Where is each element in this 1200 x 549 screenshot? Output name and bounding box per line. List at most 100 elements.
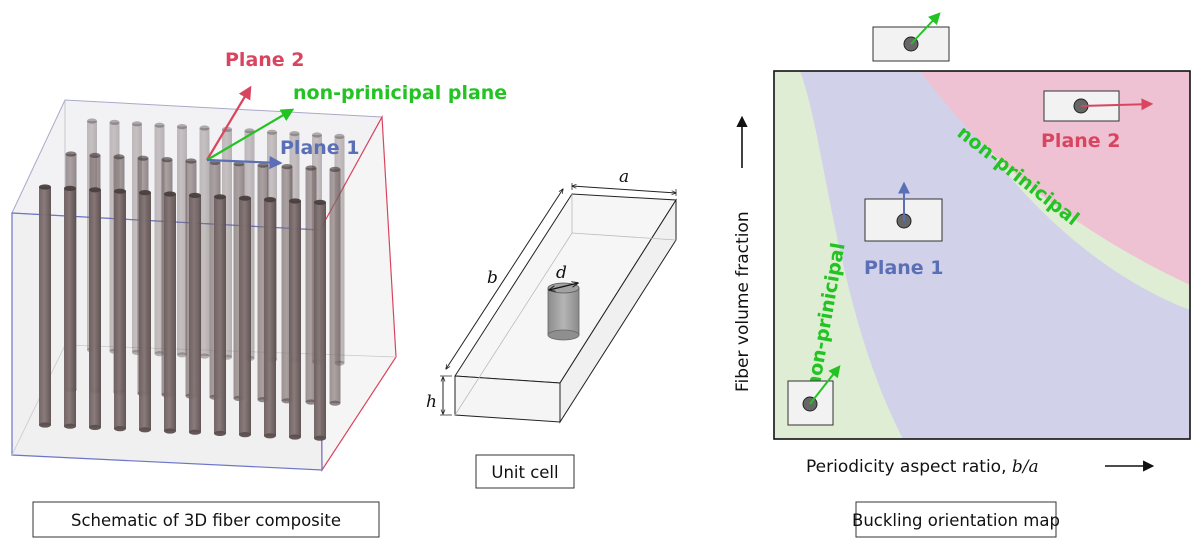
fiber-rod [281, 166, 293, 401]
fiber-rod-base [139, 427, 151, 433]
fiber-rod-cap [177, 124, 187, 130]
dim-h-label: h [426, 392, 437, 412]
dim-a-label: a [619, 167, 629, 187]
fiber-rod-cap [239, 195, 251, 201]
plane1-arrow [206, 155, 283, 170]
fiber-rod-base [305, 399, 317, 405]
cell-hidden-edge [571, 232, 677, 241]
fiber-rod [329, 169, 341, 404]
fiber-rod [154, 125, 165, 354]
fiber-rod-cap [334, 133, 345, 139]
fiber-rod-cap [139, 190, 151, 196]
fiber-rod [257, 165, 269, 400]
fiber-rod [164, 194, 176, 431]
fiber-rod [177, 126, 187, 355]
map-ylabel: Fiber volume fraction [733, 211, 753, 392]
plane1-label: Plane 1 [280, 137, 360, 159]
fiber-rod [199, 128, 210, 356]
fiber-rod-base [239, 432, 251, 438]
fiber-rod-cap [185, 158, 197, 164]
fiber-rod [239, 198, 251, 435]
schematic-caption-box [32, 501, 380, 538]
fiber-rod-cap [305, 165, 317, 171]
fiber-rod-base [64, 423, 76, 429]
plane2-label: Plane 2 [225, 49, 305, 71]
fiber-rod [114, 191, 126, 429]
fiber-rod-base [264, 433, 276, 439]
fiber-rod-cap [189, 192, 201, 198]
fiber-rod-cap [257, 162, 269, 168]
fiber-rod-cap [114, 188, 126, 194]
fiber-rod-base [39, 422, 51, 428]
fiber-rod [39, 187, 51, 425]
unit-cell-caption: Unit cell [491, 463, 558, 482]
fiber-rod-cap [267, 129, 277, 135]
fiber-rod-cap [87, 118, 97, 124]
map-xlabel-text: Periodicity aspect ratio, [806, 457, 1012, 477]
fiber-rod-cap [89, 152, 101, 158]
cell-front-face [454, 375, 561, 423]
fiber-rod-cap [312, 132, 322, 138]
unit-cell-diagram: d a b h Unit cell [426, 167, 677, 489]
fiber-rod [139, 192, 151, 430]
fiber-rod-cap [137, 155, 149, 161]
fiber-rod [64, 188, 76, 427]
fiber-rod [264, 199, 276, 436]
fiber-rod-base [314, 435, 326, 441]
fiber-rod [289, 201, 301, 437]
map-xlabel-math: b/a [1012, 457, 1039, 477]
fiber-rod-cap [64, 185, 76, 191]
fiber-rod-cap [113, 154, 125, 160]
fiber-rod [89, 189, 101, 428]
fiber-rod [305, 168, 317, 402]
fiber-rod-cap [132, 121, 142, 127]
dim-d-label: d [556, 263, 567, 283]
region-plane1-label: Plane 1 [864, 257, 944, 279]
cell-fiber-cylinder [547, 287, 580, 336]
fiber-rod-cap [39, 184, 51, 190]
nonprincipal-arrow [206, 108, 295, 161]
fiber-rod-base [189, 429, 201, 435]
fiber-rod [314, 202, 326, 439]
schematic-caption: Schematic of 3D fiber composite [71, 511, 341, 530]
fiber-rod-base [177, 352, 187, 358]
unit-cell-caption-box [475, 454, 575, 489]
map-caption: Buckling orientation map [852, 511, 1060, 530]
fiber-rod-cap [329, 166, 341, 172]
fiber-rod-cap [244, 128, 255, 134]
fiber-rods [39, 118, 345, 441]
fiber-rod-cap [281, 164, 293, 170]
fiber-rod-cap [289, 131, 300, 137]
region-plane1 [800, 71, 1190, 439]
fiber-rod-base [89, 424, 101, 430]
fiber-rod-base [199, 353, 210, 359]
fiber-rod [189, 195, 201, 433]
fiber-rod-cap [154, 122, 165, 128]
box-back-edge [11, 344, 66, 456]
fiber-composite-schematic: Plane 2 non-prinicipal plane Plane 1 Sch… [11, 49, 507, 538]
fiber-rod-cap [164, 191, 176, 197]
fiber-rod [132, 123, 142, 353]
inset-plane2-arrow [1080, 98, 1154, 111]
plane2-arrow [206, 85, 252, 161]
region-plane2-label: Plane 2 [1041, 130, 1121, 152]
map-frame [773, 70, 1191, 440]
inset-top-arrow [910, 12, 941, 45]
fiber-rod-base [164, 428, 176, 434]
cell-fiber-bottom [547, 329, 580, 341]
fiber-rod-cap [314, 199, 326, 205]
fiber-rod-cap [65, 151, 77, 157]
fiber-rod-base [289, 434, 301, 440]
fiber-rod [222, 129, 232, 358]
region-plane2 [920, 71, 1190, 285]
fiber-rod-cap [214, 194, 226, 200]
fiber-rod-cap [89, 187, 101, 193]
fiber-rod-cap [264, 197, 276, 203]
fiber-rod-base [329, 400, 341, 406]
fiber-rod-base [114, 426, 126, 432]
map-caption-box [855, 501, 1057, 538]
dim-b-label: b [487, 268, 498, 288]
fiber-rod-cap [199, 125, 210, 131]
fiber-rod-base [214, 430, 226, 436]
